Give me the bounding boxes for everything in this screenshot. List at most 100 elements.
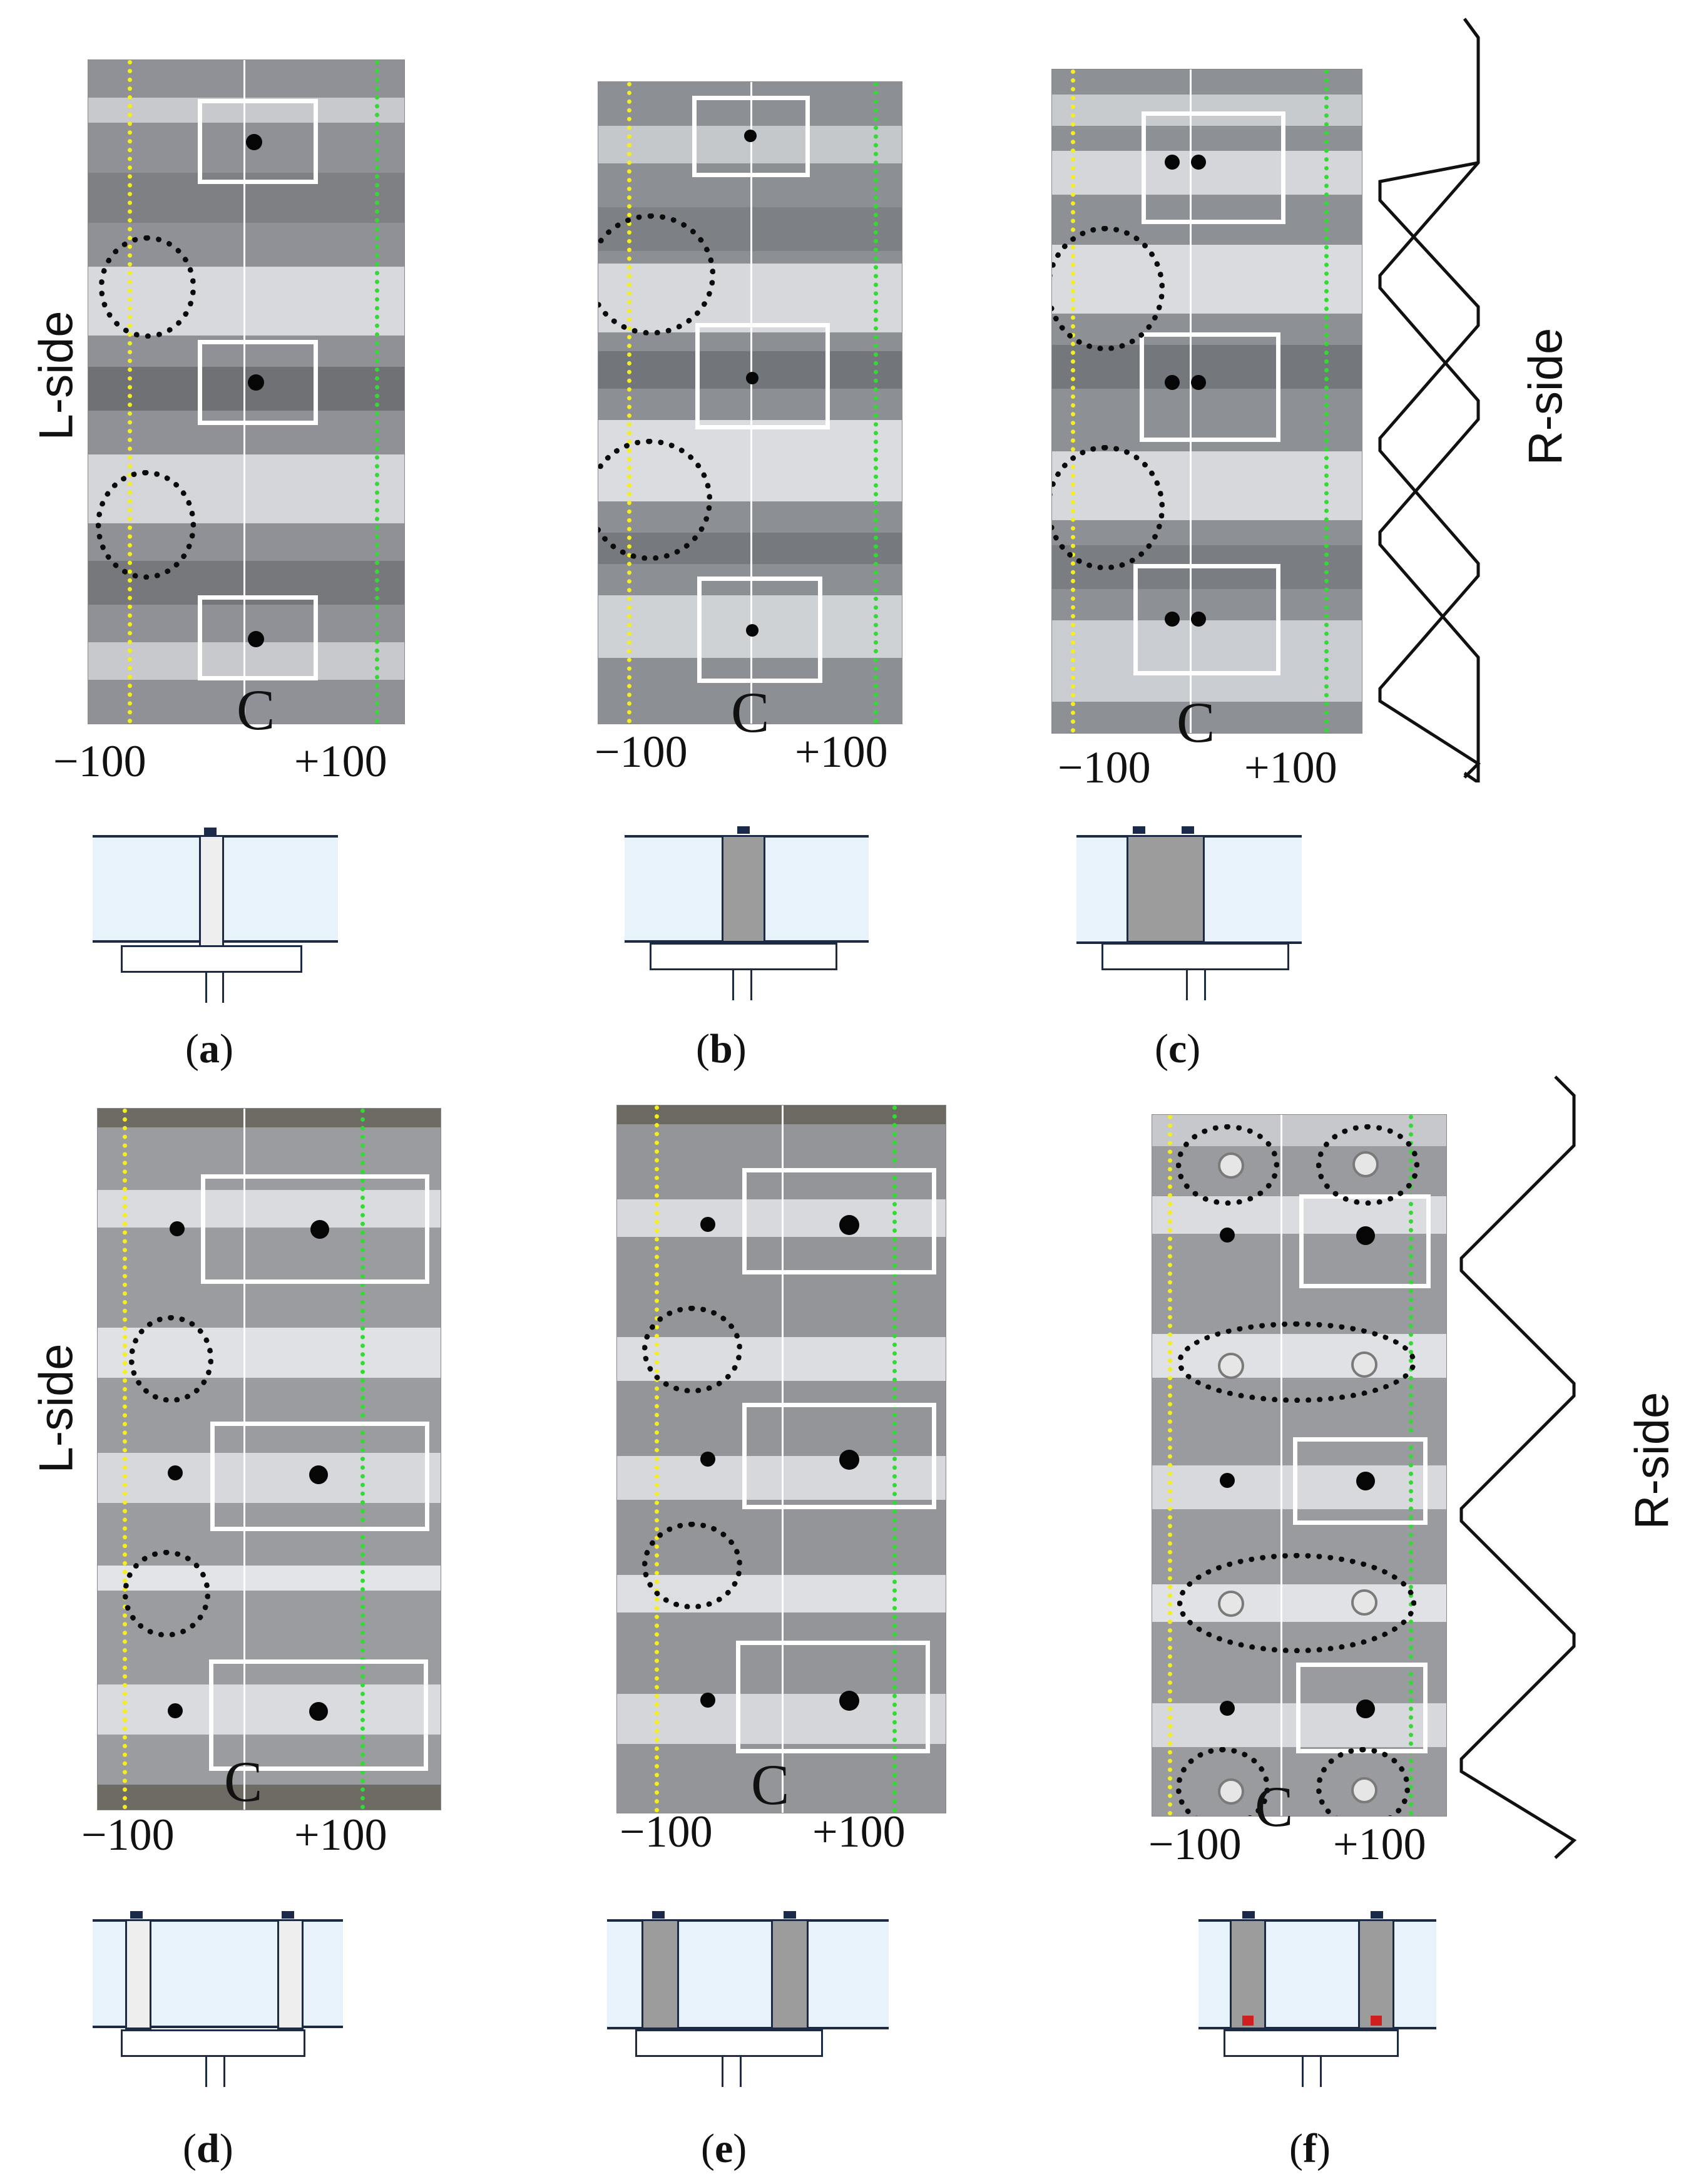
- center-label: C: [224, 1750, 263, 1813]
- schematic-e: [607, 1909, 889, 2087]
- r-side-label-bottom: R-side: [1625, 1392, 1679, 1530]
- axis-minus-label: −100: [595, 727, 688, 777]
- bolt-dot: [1356, 1226, 1375, 1245]
- center-label: C: [1255, 1775, 1294, 1838]
- dotted-ellipse: [1316, 1747, 1410, 1816]
- dotted-ellipse: [123, 1550, 210, 1638]
- damage-box: [209, 1659, 428, 1771]
- dotted-ellipse: [1176, 1747, 1270, 1816]
- schematic-c: [1076, 824, 1302, 1000]
- dotted-ellipse: [1316, 1124, 1419, 1206]
- caption-d: (d): [183, 2126, 233, 2171]
- damage-box: [1293, 1437, 1428, 1525]
- bolt-dot: [839, 1450, 859, 1470]
- bolt-dot: [1356, 1700, 1375, 1718]
- bolt-dot: [1191, 375, 1206, 390]
- dotted-ellipse: [642, 1522, 742, 1609]
- damage-box: [198, 99, 318, 184]
- bolt-dot: [309, 1465, 328, 1484]
- damage-box: [742, 1403, 936, 1509]
- photo-panel-a: [88, 59, 405, 724]
- center-label: C: [237, 678, 275, 742]
- corrugation-profile: [1378, 18, 1481, 782]
- damage-box: [692, 96, 810, 177]
- axis-minus-label: −100: [53, 736, 146, 786]
- photo-panel-f: [1152, 1114, 1447, 1817]
- axis-plus-label: +100: [294, 736, 387, 786]
- red-marker: [1242, 2016, 1254, 2026]
- dotted-ellipse: [642, 1306, 742, 1393]
- bolt-dot: [1165, 375, 1180, 390]
- bolt-dot: [246, 134, 262, 150]
- bolt-dot: [839, 1691, 859, 1711]
- bolt-dot: [1220, 1228, 1235, 1243]
- bolt-dot: [839, 1215, 859, 1235]
- damage-box: [198, 340, 318, 425]
- bolt-dot: [746, 372, 759, 384]
- axis-minus-label: −100: [1058, 742, 1151, 792]
- damage-box: [742, 1168, 936, 1274]
- dotted-ellipse: [1052, 226, 1165, 351]
- photo-panel-d: [97, 1108, 441, 1810]
- bolt-dot: [248, 374, 264, 391]
- axis-plus-label: +100: [812, 1807, 906, 1857]
- caption-b: (b): [696, 1026, 747, 1072]
- damage-box: [736, 1641, 930, 1753]
- bolt-dot: [700, 1452, 715, 1467]
- schematic-d: [93, 1909, 343, 2087]
- bolt-dot: [746, 624, 759, 637]
- l-side-label-top: L-side: [29, 310, 83, 441]
- bolt-dot: [1191, 155, 1206, 170]
- axis-plus-label: +100: [1333, 1819, 1426, 1869]
- dotted-ellipse: [1177, 1321, 1416, 1403]
- caption-c: (c): [1155, 1026, 1201, 1072]
- damage-box: [201, 1174, 429, 1284]
- bolt-dot: [744, 130, 757, 142]
- bolt-dot: [700, 1217, 715, 1232]
- bolt-dot: [168, 1703, 183, 1718]
- axis-minus-label: −100: [620, 1807, 713, 1857]
- bolt-dot: [1356, 1472, 1375, 1490]
- dotted-ellipse: [129, 1315, 213, 1403]
- caption-f: (f): [1289, 2126, 1331, 2171]
- bolt-dot: [310, 1220, 329, 1239]
- bolt-dot: [1165, 155, 1180, 170]
- axis-plus-label: +100: [795, 727, 888, 777]
- bolt-dot: [248, 631, 264, 647]
- red-marker: [1371, 2016, 1382, 2026]
- dotted-ellipse: [1052, 445, 1165, 570]
- photo-panel-e: [616, 1105, 946, 1813]
- center-label: C: [751, 1753, 790, 1817]
- photo-panel-c: [1051, 69, 1362, 734]
- center-label: C: [731, 680, 770, 744]
- dotted-ellipse: [1177, 1553, 1416, 1653]
- l-side-label-bottom: L-side: [29, 1343, 83, 1474]
- center-label: C: [1177, 690, 1215, 754]
- schematic-b: [625, 824, 869, 1000]
- damage-box: [1133, 564, 1280, 675]
- damage-box: [1142, 111, 1285, 224]
- axis-plus-label: +100: [294, 1810, 387, 1860]
- bolt-dot: [1165, 612, 1180, 627]
- damage-box: [210, 1422, 429, 1531]
- damage-box: [695, 323, 830, 429]
- schematic-f: [1198, 1909, 1436, 2087]
- damage-box: [1140, 332, 1280, 442]
- dotted-ellipse: [96, 470, 196, 580]
- r-side-label-top: R-side: [1519, 327, 1573, 466]
- damage-box: [198, 595, 318, 680]
- bolt-dot: [1220, 1701, 1235, 1716]
- schematic-a: [93, 826, 338, 1003]
- dotted-ellipse: [1176, 1124, 1279, 1206]
- bolt-dot: [700, 1693, 715, 1708]
- caption-a: (a): [185, 1026, 233, 1072]
- dotted-ellipse: [99, 235, 196, 339]
- axis-plus-label: +100: [1244, 742, 1337, 792]
- bolt-dot: [1220, 1473, 1235, 1488]
- corrugation-profile: [1459, 1075, 1577, 1859]
- bolt-dot: [168, 1465, 183, 1480]
- bolt-dot: [170, 1221, 185, 1236]
- axis-minus-label: −100: [81, 1810, 175, 1860]
- caption-e: (e): [701, 2126, 747, 2171]
- axis-minus-label: −100: [1148, 1819, 1242, 1869]
